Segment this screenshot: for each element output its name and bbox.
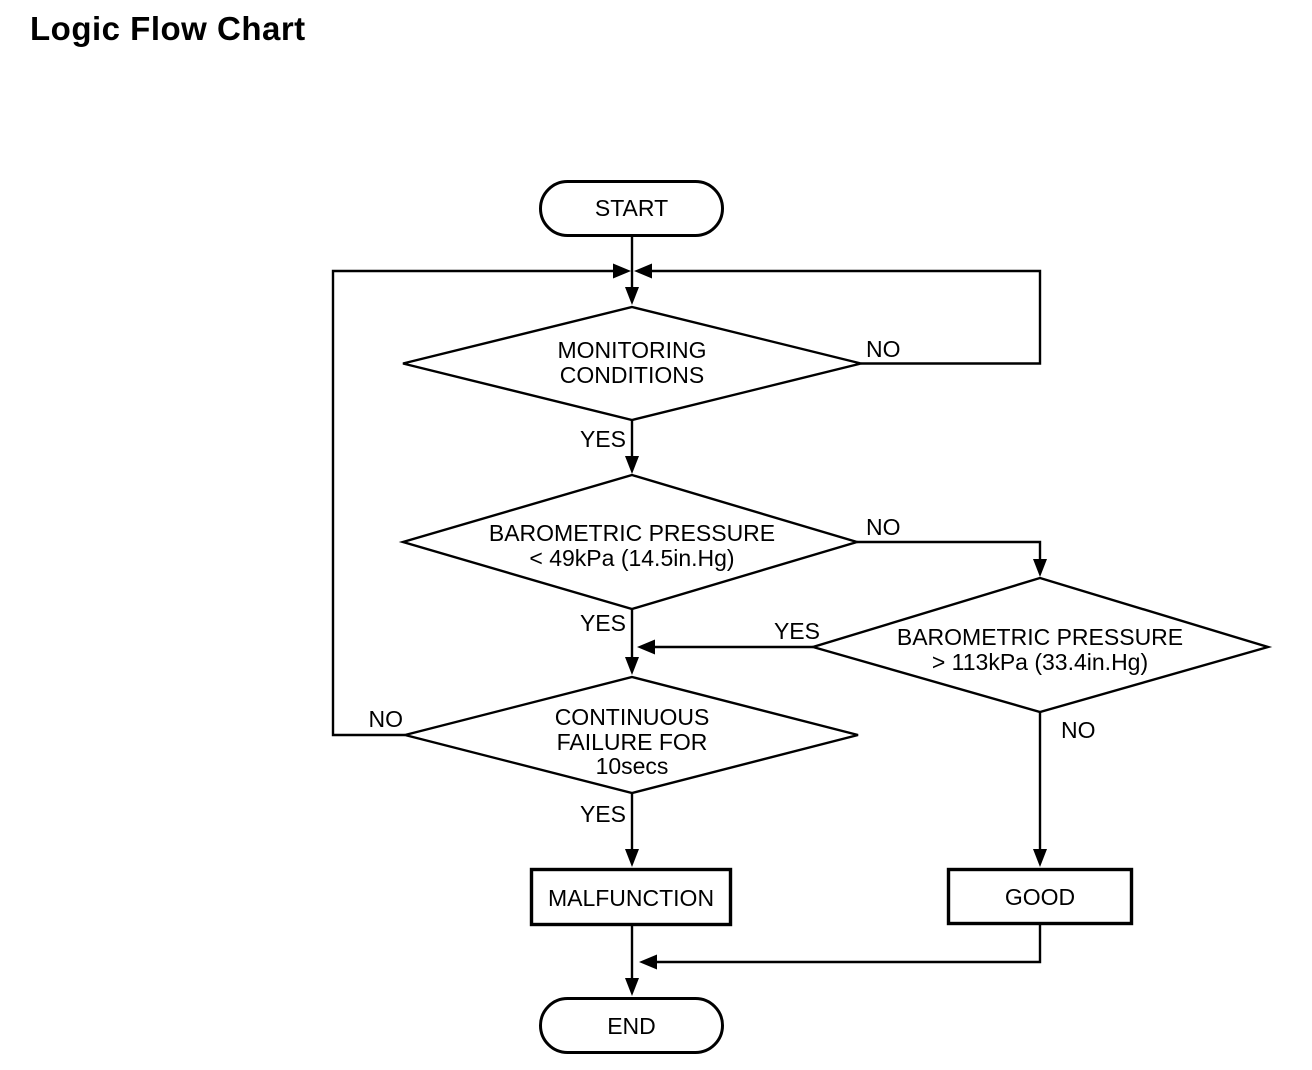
baro-high-label-line2: > 113kPa (33.4in.Hg) bbox=[932, 649, 1148, 675]
arrowhead-into-good bbox=[1033, 849, 1047, 867]
edge-label-continuous-yes: YES bbox=[580, 801, 626, 827]
edge-monitoring-no-loop bbox=[651, 269, 1042, 365]
edge-baro-low-no bbox=[857, 540, 1042, 561]
edge-label-baro-low-no: NO bbox=[866, 514, 901, 540]
node-malfunction: MALFUNCTION bbox=[529, 867, 733, 927]
baro-low-label-line2: < 49kPa (14.5in.Hg) bbox=[529, 545, 734, 571]
arrowhead-into-baro-high bbox=[1033, 559, 1047, 577]
continuous-label-line2: FAILURE FOR bbox=[557, 729, 708, 755]
arrowhead-into-continuous bbox=[625, 657, 639, 675]
edge-good-to-end bbox=[656, 925, 1042, 964]
edge-label-baro-low-yes: YES bbox=[580, 610, 626, 636]
end-label: END bbox=[607, 1013, 656, 1039]
malfunction-process-shape bbox=[529, 867, 733, 927]
end-terminator-shape bbox=[539, 997, 724, 1054]
node-start: START bbox=[539, 180, 724, 237]
baro-high-label-line1: BAROMETRIC PRESSURE bbox=[897, 624, 1183, 650]
edge-label-monitoring-yes: YES bbox=[580, 426, 626, 452]
baro-low-decision-shape bbox=[398, 473, 862, 611]
arrowhead-junction-from-right bbox=[634, 263, 652, 279]
edge-label-continuous-no: NO bbox=[369, 706, 404, 732]
arrowhead-into-monitoring bbox=[625, 287, 639, 305]
monitoring-label-line2: CONDITIONS bbox=[560, 362, 704, 388]
node-end: END bbox=[539, 997, 724, 1054]
baro-high-decision-shape bbox=[808, 576, 1273, 714]
node-monitoring-conditions: MONITORING CONDITIONS bbox=[402, 305, 862, 422]
malfunction-label: MALFUNCTION bbox=[548, 885, 714, 911]
continuous-decision-shape bbox=[404, 675, 859, 795]
arrowhead-into-malfunction bbox=[625, 849, 639, 867]
start-label: START bbox=[595, 195, 668, 221]
edge-label-baro-high-yes: YES bbox=[774, 618, 820, 644]
arrowhead-into-end bbox=[625, 978, 639, 996]
good-label: GOOD bbox=[1005, 884, 1075, 910]
node-barometric-pressure-high: BAROMETRIC PRESSURE > 113kPa (33.4in.Hg) bbox=[808, 576, 1273, 714]
node-continuous-failure: CONTINUOUS FAILURE FOR 10secs bbox=[404, 675, 859, 795]
arrowhead-baro-high-yes-merge bbox=[637, 639, 655, 655]
monitoring-decision-shape bbox=[402, 305, 862, 422]
page-title: Logic Flow Chart bbox=[30, 10, 306, 47]
edge-label-monitoring-no: NO bbox=[866, 336, 901, 362]
baro-low-label-line1: BAROMETRIC PRESSURE bbox=[489, 520, 775, 546]
node-good: GOOD bbox=[946, 867, 1134, 926]
edge-continuous-no-loop bbox=[331, 269, 614, 737]
start-terminator-shape bbox=[539, 180, 724, 237]
continuous-label-line1: CONTINUOUS bbox=[555, 704, 710, 730]
arrowhead-into-baro-low bbox=[625, 456, 639, 474]
node-barometric-pressure-low: BAROMETRIC PRESSURE < 49kPa (14.5in.Hg) bbox=[398, 473, 862, 611]
arrowhead-good-merge bbox=[639, 954, 657, 970]
edge-label-baro-high-no: NO bbox=[1061, 717, 1096, 743]
good-process-shape bbox=[946, 867, 1134, 926]
monitoring-label-line1: MONITORING bbox=[557, 337, 706, 363]
arrowhead-junction-from-left bbox=[613, 263, 631, 279]
continuous-label-line3: 10secs bbox=[596, 753, 669, 779]
